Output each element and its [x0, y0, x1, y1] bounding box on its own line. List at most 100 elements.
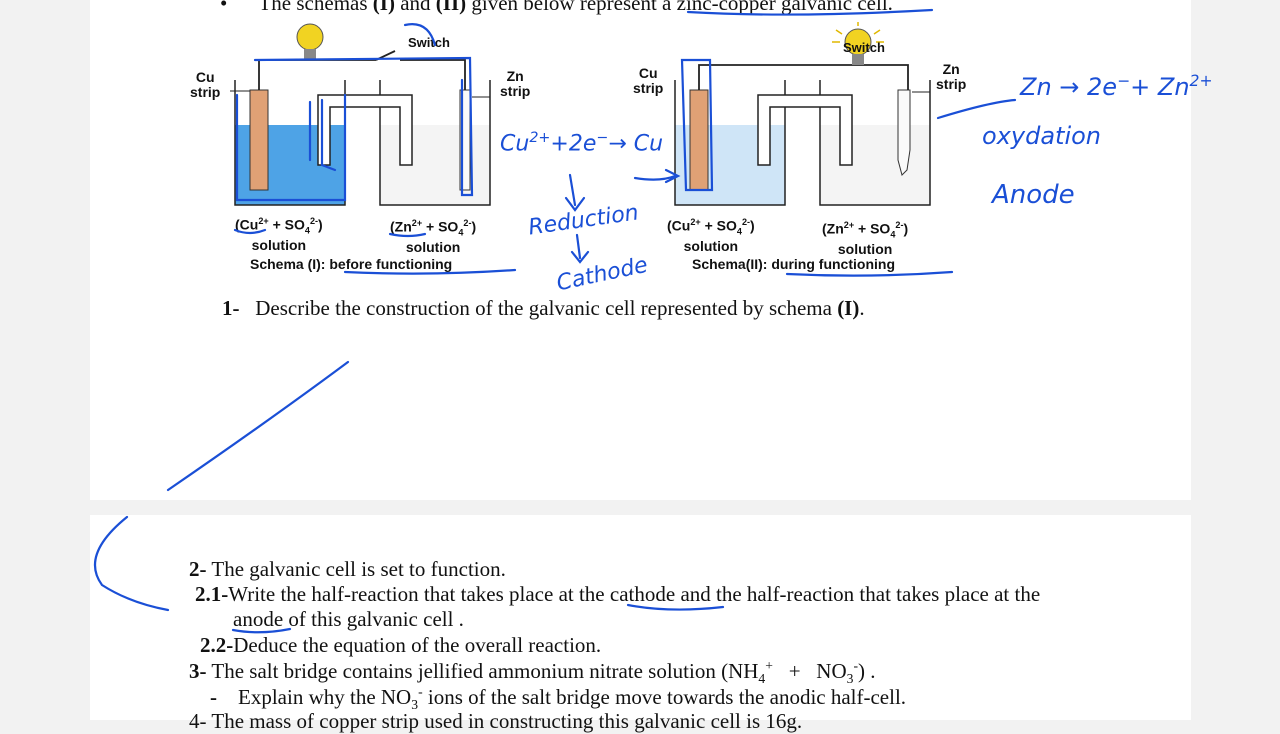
question-2: 2- The galvanic cell is set to function.	[189, 557, 506, 582]
ink-text: + Zn	[1130, 73, 1190, 101]
paren: )	[471, 218, 477, 235]
ion: + SO	[854, 220, 891, 237]
zn-label-line-1: Zn	[506, 68, 524, 84]
solution-word: solution	[405, 239, 461, 256]
intro-line: • The schemas (I) and (II) given below r…	[220, 0, 893, 16]
ink-text: Zn → 2e	[1020, 73, 1118, 101]
ink-text: −	[1117, 72, 1131, 90]
schema-1-switch-label: Switch	[408, 35, 450, 50]
question-3-bullet: - Explain why the NO3- ions of the salt …	[210, 684, 906, 713]
superscript: -	[418, 684, 423, 699]
ink-text: 2+	[529, 130, 551, 146]
solution-word: solution	[837, 241, 893, 258]
subscript: 4	[758, 671, 766, 687]
schema-2-caption: Schema(II): during functioning	[692, 256, 895, 272]
schema-2-zn-label: Zn strip	[936, 62, 966, 92]
question-number: 1-	[222, 296, 240, 320]
question-text: and the half-reaction that takes place a…	[675, 582, 1041, 606]
question-text: The galvanic cell is set to function.	[206, 557, 506, 581]
salt-bridge	[757, 94, 853, 166]
zn-solution	[380, 125, 490, 205]
ion: (Cu	[235, 216, 259, 233]
ink-text: +2e	[550, 131, 597, 157]
intro-schema-2: (II)	[435, 0, 467, 15]
left-beaker	[674, 80, 786, 206]
zn-label-line-2: strip	[936, 76, 967, 92]
bullet: •	[220, 0, 228, 15]
subscript: 3	[411, 697, 419, 713]
cu-strip	[249, 89, 269, 191]
bulb-base	[304, 49, 316, 60]
schema-2-left-solution: (Cu2+ + SO42-) solution	[667, 215, 755, 254]
solution-formula: (Cu2+ + SO42-)	[667, 215, 755, 239]
dash: -	[210, 685, 217, 709]
caption-state: during functioning	[771, 256, 895, 272]
paren: )	[318, 216, 323, 233]
charge: 2+	[690, 217, 701, 227]
bulb-icon	[296, 23, 324, 51]
schema-2-switch-label: Switch	[843, 40, 885, 55]
paren: )	[903, 220, 909, 237]
question-text: of this galvanic cell .	[283, 607, 464, 631]
superscript: +	[765, 658, 773, 673]
annotation-oxydation: oxydation	[982, 122, 1102, 150]
keyword-cathode: cathode	[609, 582, 676, 606]
question-number: 2.2-	[200, 633, 234, 657]
question-number: 3-	[189, 659, 207, 683]
schema-1-cu-label: Cu strip	[190, 70, 220, 100]
question-4: 4- The mass of copper strip used in cons…	[189, 709, 803, 733]
schema-1-diagram	[230, 23, 491, 206]
schema-1-zn-label: Zn strip	[500, 69, 530, 99]
document-page-1: • The schemas (I) and (II) given below r…	[90, 0, 1213, 500]
question-1: 1- Describe the construction of the galv…	[222, 296, 865, 321]
question-number: 2.1-	[195, 582, 229, 606]
subscript: 4	[304, 225, 310, 236]
annotation-reduction: Reduction	[526, 200, 641, 241]
zn-strip-corroded	[897, 89, 911, 176]
ion: (Cu	[667, 217, 691, 234]
annotation-cu-half-reaction: Cu2++2e−→ Cu	[500, 130, 663, 156]
pen-stroke	[166, 360, 350, 492]
switch-lever	[375, 50, 396, 61]
solution-formula: (Zn2+ + SO42-)	[822, 218, 908, 242]
right-beaker	[819, 80, 931, 206]
ink-text: Cu	[500, 131, 530, 157]
solution-formula: (Zn2+ + SO42-)	[390, 216, 476, 240]
cu-label-line-2: strip	[190, 84, 221, 100]
schema-1-left-solution: (Cu2+ + SO42-) solution	[235, 214, 323, 253]
caption-state: before functioning	[329, 256, 453, 272]
wire-right	[400, 59, 466, 90]
cu-label-line-2: strip	[633, 80, 664, 96]
annotation-anode: Anode	[992, 180, 1075, 210]
question-text: .	[859, 296, 865, 320]
ink-text: 2+	[1189, 72, 1213, 90]
bulb-rays	[832, 22, 884, 43]
wire-left	[258, 59, 376, 90]
subscript: 4	[890, 229, 896, 240]
ion: + SO	[700, 217, 737, 234]
schema-2-diagram	[674, 22, 931, 206]
question-text: ions of the salt bridge move towards the…	[422, 685, 907, 709]
bulb-base	[852, 54, 864, 65]
zn-solution	[820, 125, 930, 205]
question-number: 2-	[189, 557, 207, 581]
charge: 2-	[309, 216, 319, 226]
question-2-1: 2.1-Write the half-reaction that takes p…	[195, 582, 1040, 607]
ion: (Zn	[822, 220, 844, 237]
question-text: + NO	[772, 659, 847, 683]
zn-label-line-1: Zn	[942, 61, 960, 77]
annotation-cathode: Cathode	[554, 252, 650, 297]
superscript: -	[853, 658, 859, 673]
cu-strip	[689, 89, 709, 191]
intro-text: The schemas	[258, 0, 373, 15]
cu-label-line-1: Cu	[638, 65, 658, 81]
question-schema: (I)	[837, 296, 860, 320]
subscript: 4	[458, 227, 464, 238]
pen-stroke	[93, 515, 170, 612]
ion: + SO	[422, 218, 459, 235]
schema-2-cu-label: Cu strip	[633, 66, 663, 96]
schema-2-right-solution: (Zn2+ + SO42-) solution	[822, 218, 908, 257]
subscript: 3	[846, 671, 854, 687]
question-2-1-continued: anode of this galvanic cell .	[233, 607, 464, 632]
ion: + SO	[268, 216, 305, 233]
